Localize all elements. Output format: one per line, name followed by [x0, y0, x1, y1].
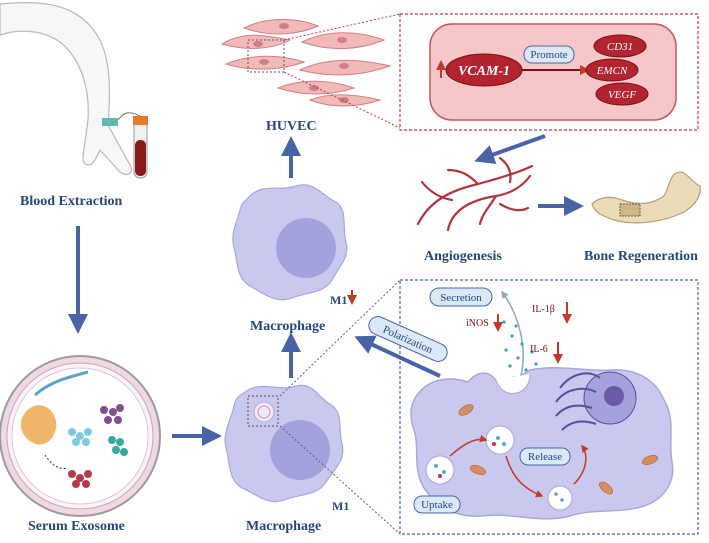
secretion-pill [429, 287, 493, 307]
inos-label: iNOS [466, 318, 489, 329]
promote-label: Promote [530, 49, 567, 61]
release-label: Release [528, 451, 562, 463]
serum-exosome-label: Serum Exosome [28, 519, 125, 534]
angiogenesis-label: Angiogenesis [424, 249, 502, 264]
serum-exosome-illustration [0, 355, 161, 517]
vcam-label: VCAM-1 [458, 64, 510, 79]
macrophage-top-m1: M1 [330, 293, 347, 307]
target-emcn-label: EMCN [596, 65, 628, 77]
il6-label: IL-6 [530, 344, 548, 355]
macrophage-bottom-label: Macrophage [246, 519, 321, 534]
il1b-label: IL-1β [532, 304, 555, 315]
huvec-label: HUVEC [266, 119, 317, 134]
huvec-zoom-box [247, 39, 285, 73]
bone-illustration [591, 171, 701, 224]
target-cd31-label: CD31 [607, 41, 633, 53]
target-vegf-node [595, 82, 649, 106]
target-emcn-node [585, 58, 639, 82]
blood-tube-icon [117, 112, 148, 179]
secretion-particles [502, 320, 538, 380]
polarization-pill [368, 316, 448, 362]
secretion-curve-arrow [501, 290, 524, 381]
uptake-label: Uptake [421, 499, 453, 511]
bone-regeneration-label: Bone Regeneration [584, 249, 698, 264]
macrophage-top-cell [232, 184, 348, 301]
macrophage-bottom-m1: M1 [332, 499, 349, 513]
polarization-arrow [354, 335, 441, 378]
target-vegf-label: VEGF [608, 89, 636, 101]
arrow-huvec-to-angiogenesis [474, 134, 546, 165]
uptake-pill [413, 495, 461, 514]
secretion-label: Secretion [440, 292, 482, 304]
macrophage-top-label: Macrophage [250, 319, 325, 334]
huvec-cells [220, 19, 392, 107]
macrophage-bottom-cell [224, 384, 344, 503]
target-cd31-node [593, 34, 647, 58]
blood-extraction-label: Blood Extraction [20, 194, 122, 209]
macrophage-detail-cell [410, 366, 674, 520]
vessels-illustration [416, 156, 534, 232]
arm-illustration [0, 1, 133, 176]
release-pill [519, 447, 571, 466]
promote-pill [523, 45, 575, 64]
